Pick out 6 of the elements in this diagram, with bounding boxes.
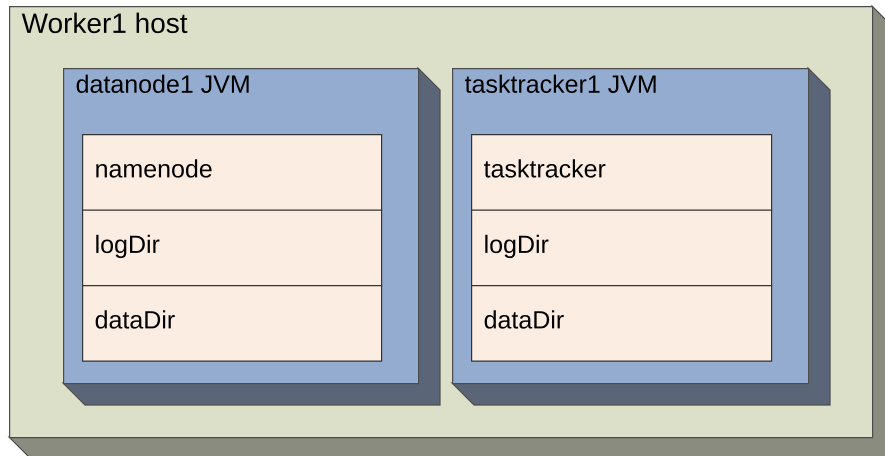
- attribute-row: dataDir: [471, 285, 772, 362]
- attribute-row: dataDir: [82, 285, 382, 362]
- attribute-row: tasktracker: [471, 134, 772, 211]
- attribute-row: logDir: [82, 210, 382, 286]
- attribute-row: namenode: [82, 134, 382, 211]
- attribute-row: logDir: [471, 210, 772, 286]
